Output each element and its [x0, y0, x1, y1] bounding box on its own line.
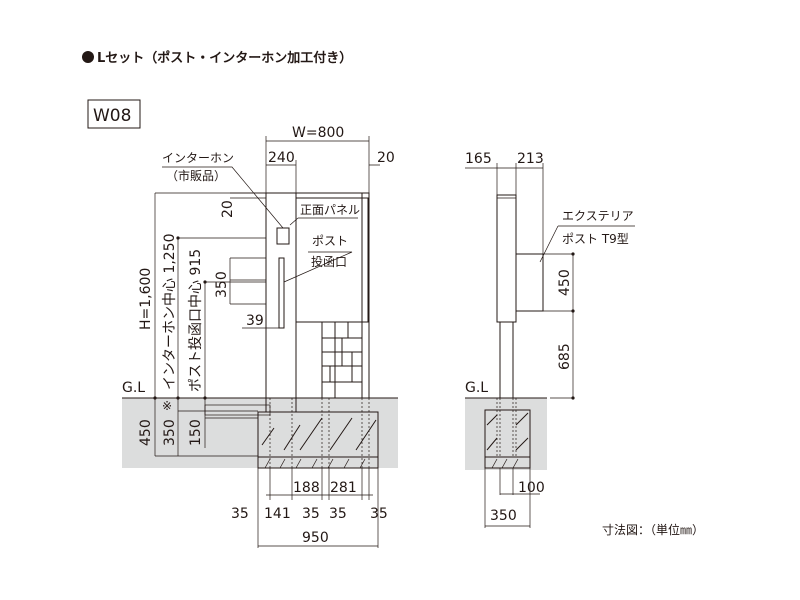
- unit-note: 寸法図：（単位㎜）: [602, 522, 704, 537]
- front-panel-label: 正面パネル: [300, 203, 360, 217]
- post-slot-center-dim: ポスト投函口中心 915: [188, 249, 204, 392]
- dim-20-top: 20: [220, 200, 236, 218]
- dim-165: 165: [465, 151, 492, 167]
- diagram-title: Lセット（ポスト・インターホン加工付き）: [97, 50, 352, 66]
- width-dim: W=800: [292, 125, 344, 141]
- side-dim-685: 685: [557, 343, 573, 370]
- dim-450: 450: [138, 419, 154, 446]
- front-view: W=800 240 20 20 インターホン （市販品） 正面パネル ポスト 投…: [122, 125, 398, 548]
- gl-label: G.L: [122, 380, 145, 396]
- dim-950: 950: [302, 530, 329, 546]
- dim-350-upper: 350: [214, 271, 230, 298]
- side-post: [361, 192, 370, 399]
- lattice-screen: [321, 321, 363, 399]
- side-foundation: [484, 409, 531, 469]
- side-gl-label: G.L: [465, 380, 488, 396]
- post-slot: [278, 257, 285, 329]
- side-view: 165 213 エクステリア ポスト T9型 450 685 G.L 100 3…: [465, 151, 635, 528]
- side-post-box: [515, 253, 544, 312]
- side-dim-350: 350: [490, 508, 517, 524]
- note-mark: ※: [162, 399, 172, 413]
- intercom-center-dim: インターホン中心 1,250: [162, 233, 178, 390]
- product-label: エクステリア: [562, 209, 634, 223]
- dim-188: 188: [293, 480, 320, 496]
- dim-20-side: 20: [377, 150, 395, 166]
- dim-240: 240: [268, 150, 295, 166]
- dim-150: 150: [188, 419, 204, 446]
- side-post-lower: [499, 321, 514, 399]
- dim-35-b: 35: [302, 506, 320, 522]
- dim-35-d: 35: [370, 506, 388, 522]
- side-dim-450: 450: [557, 269, 573, 296]
- model-code: W08: [93, 106, 131, 126]
- dim-213: 213: [517, 151, 544, 167]
- side-dim-100: 100: [518, 480, 545, 496]
- product-label-sub: ポスト T9型: [562, 232, 629, 246]
- post-slot-label: ポスト: [312, 234, 348, 248]
- model-code-box: [87, 99, 141, 129]
- side-post-upper: [496, 194, 517, 323]
- intercom-label: インターホン: [162, 151, 234, 165]
- intercom-box: [276, 227, 290, 245]
- intercom-label-sub: （市販品）: [166, 168, 226, 183]
- dim-35-c: 35: [329, 506, 347, 522]
- post-slot-label-sub: 投函口: [311, 254, 347, 269]
- dim-141: 141: [264, 506, 291, 522]
- bullet-icon: [82, 51, 94, 63]
- side-ground-area: [465, 398, 547, 470]
- height-dim: H=1,600: [138, 268, 154, 330]
- dim-281: 281: [330, 480, 357, 496]
- dim-350-lower: 350: [162, 419, 178, 446]
- dim-39: 39: [246, 313, 264, 329]
- dim-35-a: 35: [231, 506, 249, 522]
- concrete-foundation: [204, 404, 379, 469]
